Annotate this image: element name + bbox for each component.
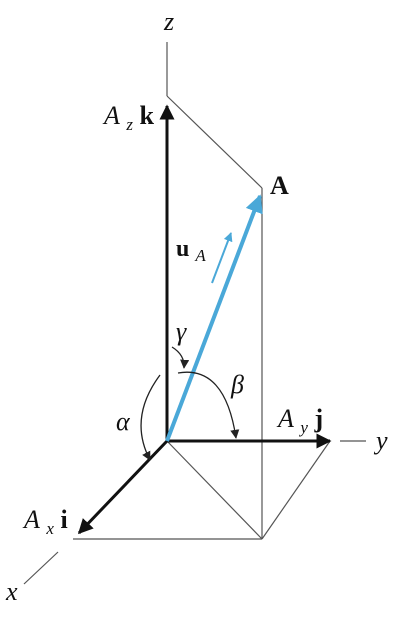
x-component-sub: x [45, 519, 54, 538]
y-component-unit: j [313, 404, 323, 433]
y-component-sub: y [298, 418, 308, 437]
gamma-label: γ [176, 317, 187, 346]
z-axis-label: z [163, 7, 174, 36]
vector-a-arrow [165, 194, 263, 442]
unit-vector-arrow [211, 232, 233, 284]
gamma-angle-arc [171, 346, 190, 369]
alpha-label: α [116, 407, 131, 436]
alpha-angle-arc [140, 374, 161, 461]
x-component-coef: A [22, 505, 40, 534]
y-component-coef: A [276, 404, 294, 433]
beta-label: β [230, 370, 244, 399]
z-component-unit: k [140, 101, 155, 130]
x-component-label: A x i [22, 505, 68, 540]
x-axis-line [23, 551, 59, 585]
beta-angle-arc [177, 371, 240, 439]
construction-lines [73, 95, 331, 540]
unit-vector-symbol: u [176, 236, 189, 262]
z-component-coef: A [102, 101, 120, 130]
vector-a-label: A [270, 171, 289, 200]
unit-vector-label: u A [176, 236, 206, 265]
y-axis-label: y [373, 426, 388, 455]
z-component-label: A z k [102, 101, 155, 136]
z-component-sub: z [125, 115, 133, 134]
x-axis-label: x [5, 577, 18, 606]
x-component-arrow [77, 439, 169, 535]
unit-vector-subscript: A [194, 246, 206, 265]
y-component-label: A y j [276, 404, 323, 439]
x-component-unit: i [60, 505, 67, 534]
